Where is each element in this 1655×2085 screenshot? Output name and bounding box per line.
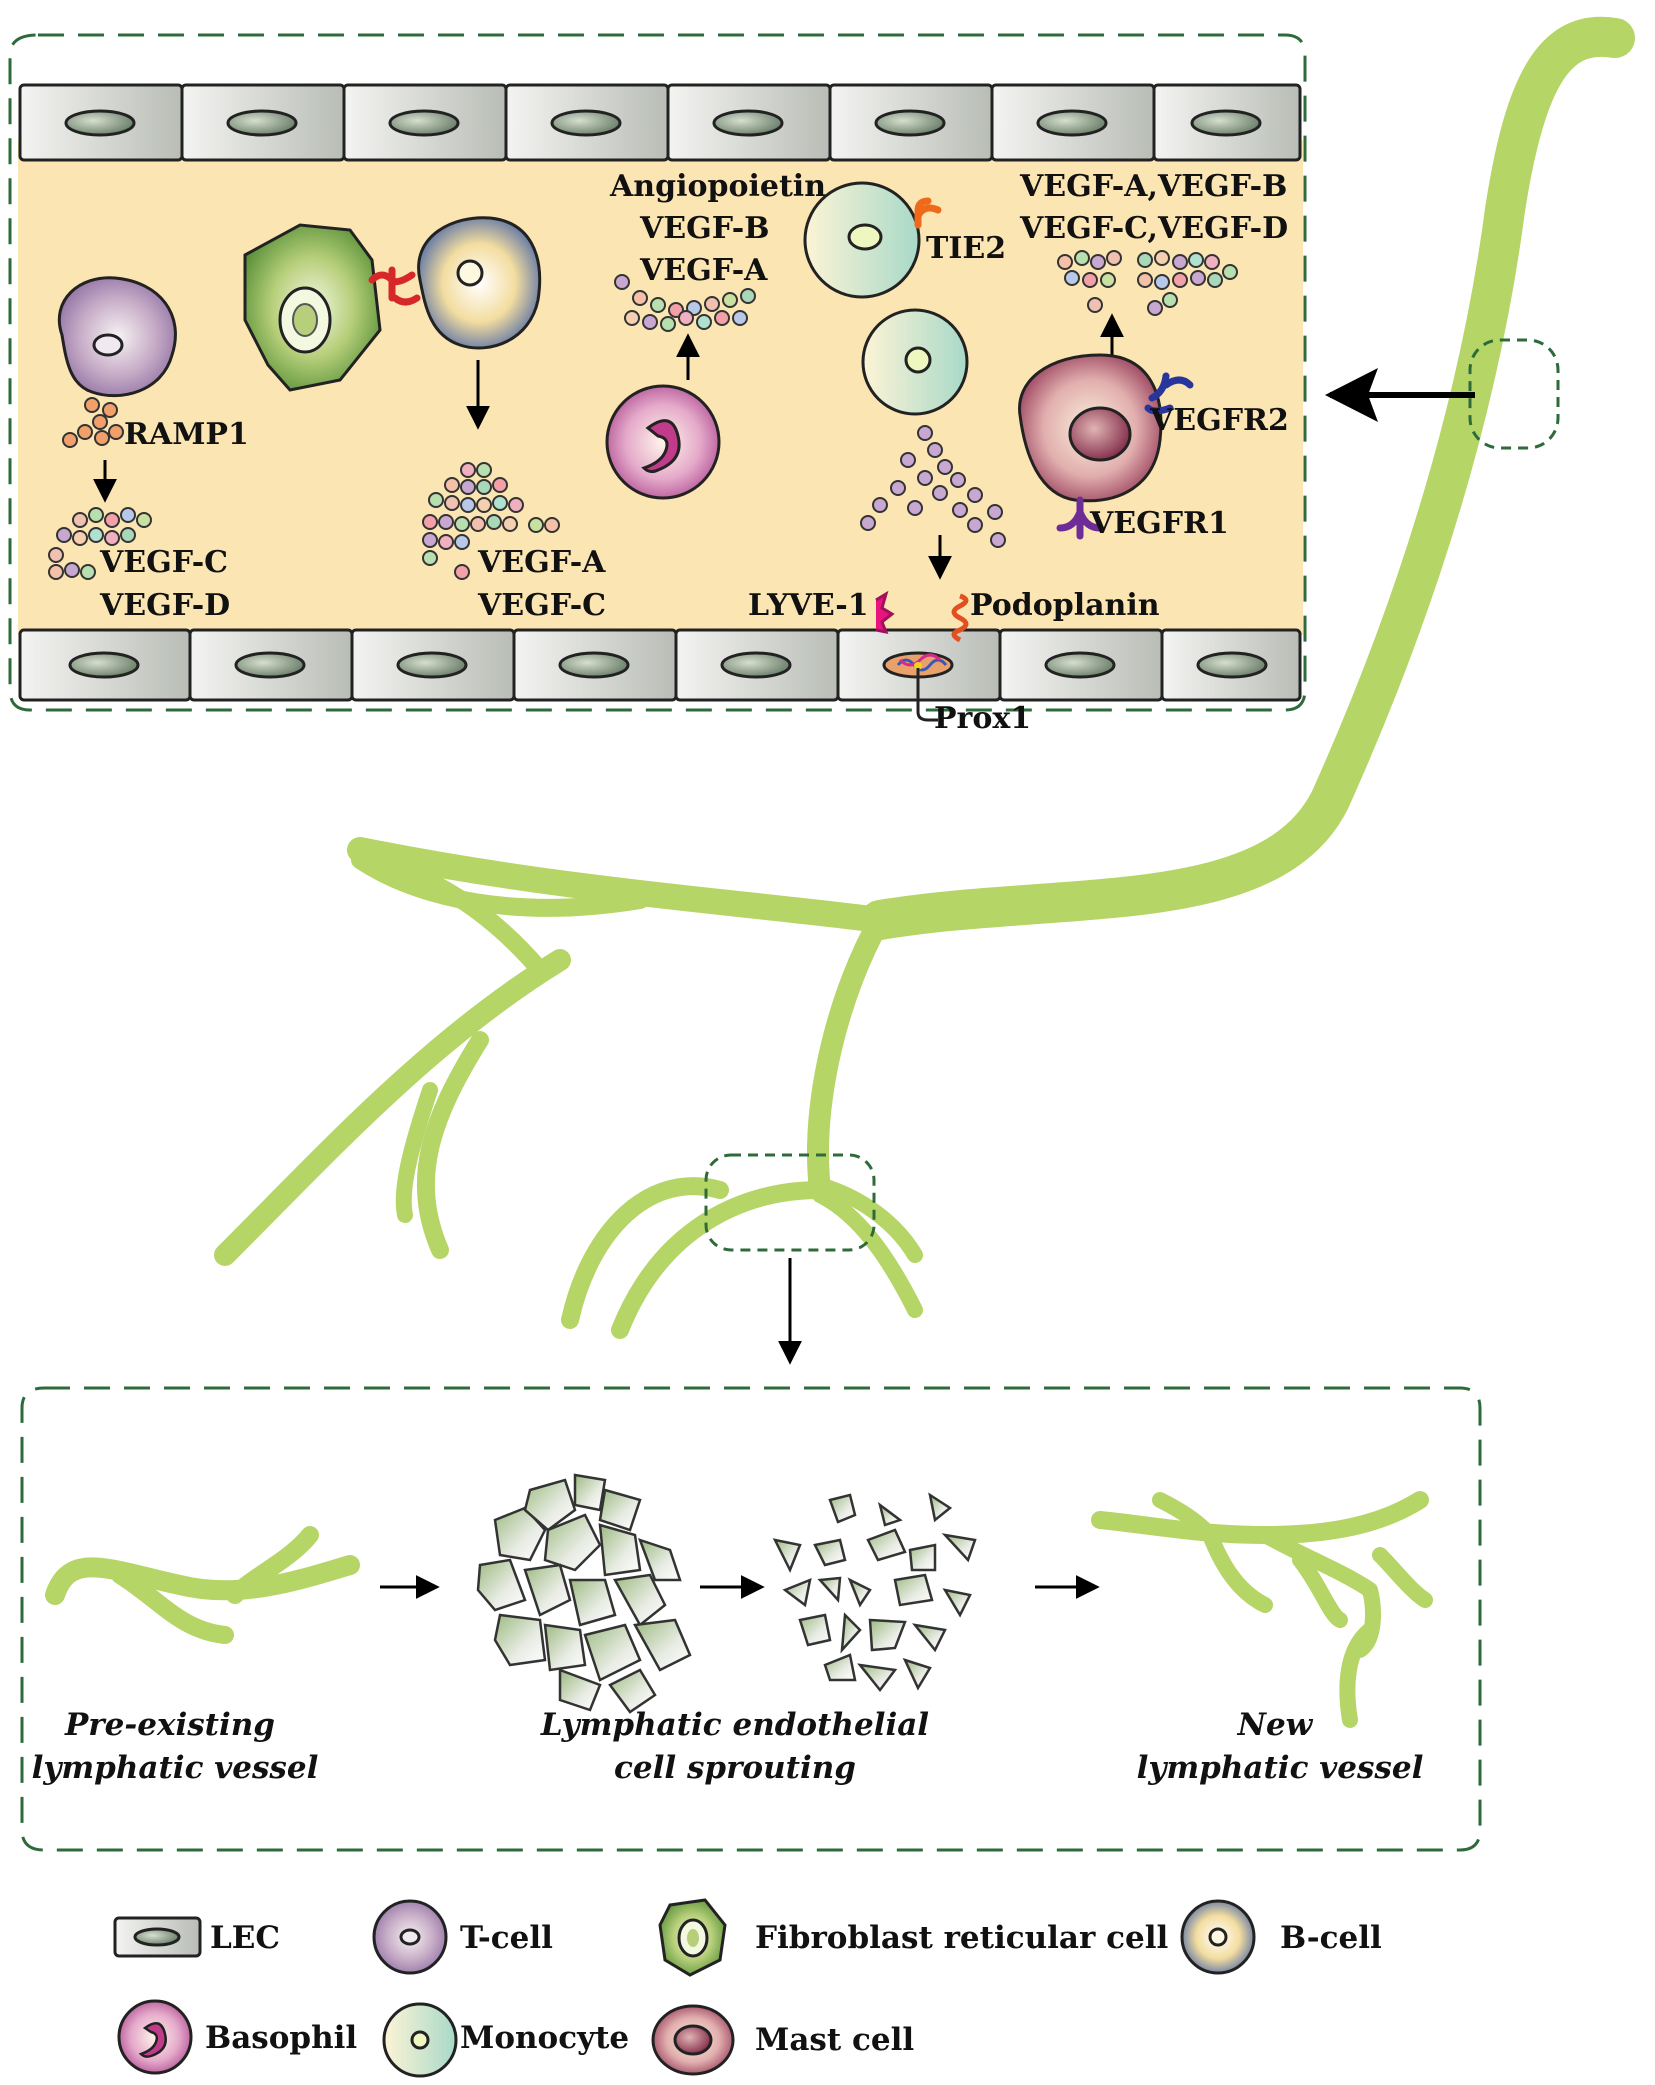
vegf-ab-label: VEGF-A,VEGF-B [1019,169,1287,204]
mast-cell [1018,353,1163,503]
basophil-granules [614,274,756,332]
vegf-ac-dots [422,462,560,580]
legend-tcell-label: T-cell [460,1920,553,1956]
lyve1-marker [875,590,895,635]
prox1-label: Prox1 [934,701,1031,736]
stage3-caption-line1: New [1237,1707,1314,1743]
tie2-receptor [914,197,942,229]
vegfr2-label: VEGFR2 [1149,403,1289,438]
vegf-a-label-2: VEGF-A [477,545,606,580]
vegfr1-receptor [1056,496,1104,540]
stage2-caption-line1: Lymphatic endothelial [540,1707,929,1743]
angiopoietin-label: Angiopoietin [609,169,826,204]
legend-monocyte: Monocyte [382,2002,629,2078]
vegfr1-label: VEGFR1 [1089,506,1229,541]
vegf-c-label-1: VEGF-C [99,545,228,580]
vegf-d-label-1: VEGF-D [99,588,230,623]
lymphatic-vessel-tree [214,16,1635,1339]
fibroblast-reticular-cell [243,223,382,392]
legend-frc-label: Fibroblast reticular cell [755,1920,1168,1956]
legend-mast-label: Mast cell [755,2022,914,2058]
b-cell [417,216,542,350]
zoom-region-bottom [704,1153,876,1252]
legend-tcell: T-cell [372,1899,553,1975]
vegf-c-label-2: VEGF-C [477,588,606,623]
legend-basophil-label: Basophil [205,2020,357,2056]
prox1-leader [916,668,938,722]
vessel-lumen-panel: RAMP1 VEGF-C VEGF-D [8,33,1307,736]
legend-lec-label: LEC [210,1920,280,1956]
stage1-caption-line1: Pre-existing [64,1707,275,1743]
lec-row-top [18,83,1302,162]
vegf-a-label-3: VEGF-A [639,253,768,288]
podoplanin-label: Podoplanin [970,588,1160,623]
pre-existing-vessel [45,1526,360,1644]
sprouting-panel: Pre-existing lymphatic vessel Lymphatic … [20,1386,1482,1852]
basophil-cell [605,384,721,500]
sprouting-cluster [476,1473,692,1714]
receptor-red [368,266,421,306]
stage1-caption-line2: lymphatic vessel [32,1750,319,1786]
monocyte-1 [803,181,921,299]
monocyte-granules [860,425,1006,548]
t-cell [57,276,177,398]
legend-bcell: B-cell [1180,1899,1382,1975]
stage2-caption-line2: cell sprouting [614,1750,856,1786]
ramp1-granules [62,397,124,448]
stage3-caption-line2: lymphatic vessel [1137,1750,1424,1786]
vegf-cd-label: VEGF-C,VEGF-D [1019,211,1288,246]
legend-monocyte-label: Monocyte [460,2020,629,2056]
vegf-b-label-3: VEGF-B [639,211,770,246]
legend-basophil: Basophil [117,1999,357,2075]
legend: LEC T-cell Fibroblast reticular cell B-c… [113,1898,1382,2078]
legend-lec: LEC [113,1916,280,1958]
tie2-label: TIE2 [926,231,1006,266]
mast-granules [1057,250,1238,316]
ramp1-label: RAMP1 [124,417,249,452]
zoom-arrowhead-top [1325,368,1378,422]
podoplanin-marker [951,593,969,643]
legend-frc: Fibroblast reticular cell [658,1898,1168,1977]
legend-bcell-label: B-cell [1280,1920,1382,1956]
vegf-cd-dots-1 [48,507,152,580]
vegfr2-receptor [1144,372,1194,415]
legend-mast: Mast cell [651,2004,914,2076]
sprouting-shards [772,1492,977,1693]
lec-row-bottom [18,628,1302,702]
lyve1-label: LYVE-1 [748,588,869,623]
monocyte-2 [861,308,969,416]
new-vessel [1091,1491,1433,1728]
